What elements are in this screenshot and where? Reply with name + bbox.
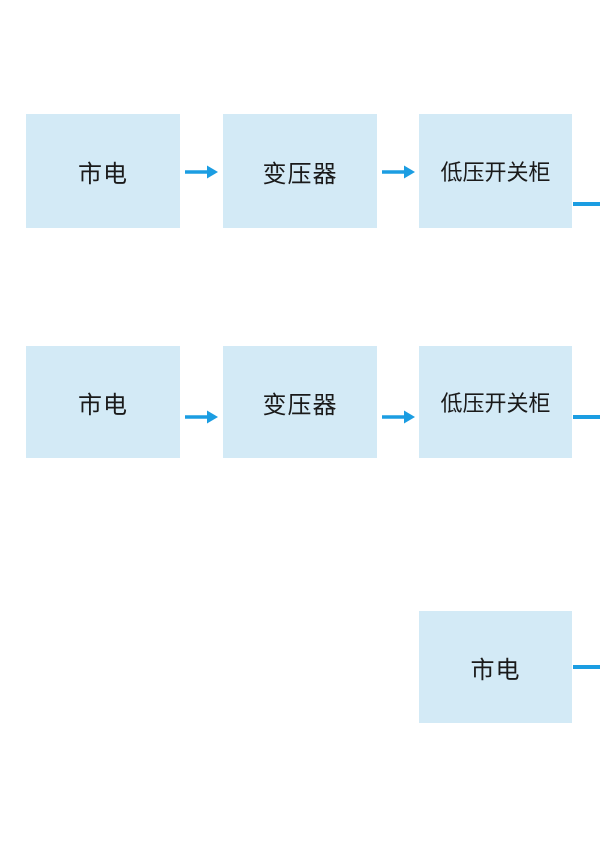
node-lv-switchgear-2-label: 低压开关柜 [440,391,551,416]
node-mains-3: 市电 [419,611,572,723]
node-transformer-1-label: 变压器 [262,160,338,188]
node-mains-2: 市电 [26,346,180,458]
arrow-right-icon [382,165,415,179]
node-mains-1: 市电 [26,114,180,228]
node-lv-switchgear-2: 低压开关柜 [419,346,572,458]
node-transformer-1: 变压器 [223,114,377,228]
arrow-right-icon [185,410,218,424]
node-transformer-2-label: 变压器 [262,391,338,419]
connector-line-right-1 [573,202,600,206]
arrow-right-icon [382,410,415,424]
node-transformer-2: 变压器 [223,346,377,458]
node-mains-2-label: 市电 [78,391,128,419]
arrow-right-icon [185,165,218,179]
connector-line-right-3 [573,665,600,669]
node-mains-1-label: 市电 [78,160,128,188]
node-lv-switchgear-1-label: 低压开关柜 [440,160,551,185]
connector-line-right-2 [573,415,600,419]
node-lv-switchgear-1: 低压开关柜 [419,114,572,228]
node-mains-3-label: 市电 [470,656,521,684]
